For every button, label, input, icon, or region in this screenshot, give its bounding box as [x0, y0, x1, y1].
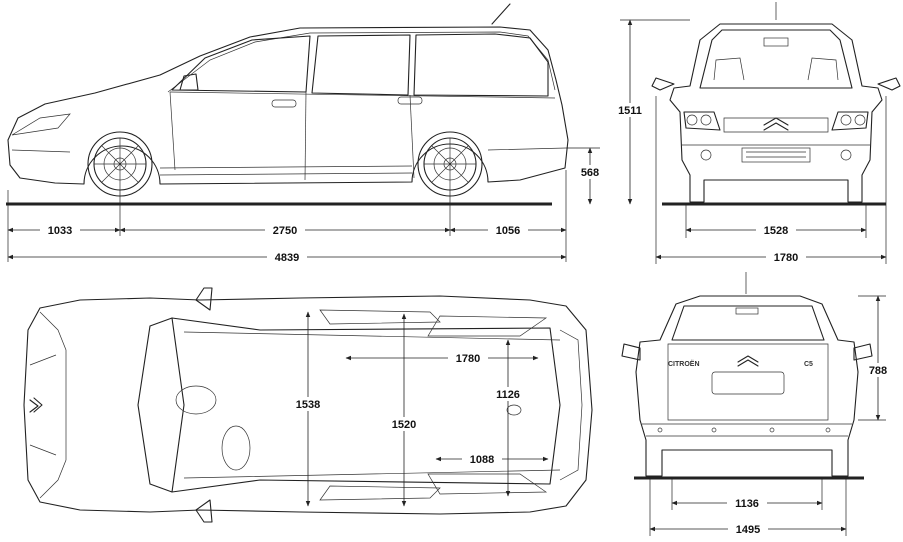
side-rear-window: [311, 34, 411, 96]
rear-window: [671, 305, 825, 341]
top-view: [23, 287, 593, 523]
side-view: [6, 3, 569, 206]
front-track-label: 1528: [764, 225, 788, 237]
rear-dimensions: 788 1136 1495: [649, 295, 894, 536]
brand-badge: CITROËN: [668, 360, 700, 368]
top-mirror-upper: [195, 287, 213, 311]
interior-length-label: 1780: [456, 353, 480, 365]
overall-height-label: 1511: [618, 105, 642, 117]
rear-interior-width-label: 1520: [392, 419, 416, 431]
rear-width-label: 1495: [736, 524, 760, 536]
front-overhang-label: 1033: [48, 225, 72, 237]
rear-height-label: 788: [869, 365, 887, 377]
rear-body-outline: [635, 295, 859, 477]
overall-width-label: 1780: [774, 252, 798, 264]
height-568-label: 568: [581, 167, 599, 179]
side-quarter-window: [413, 33, 549, 97]
side-body-outline: [7, 26, 569, 185]
rear-overhang-label: 1056: [496, 225, 520, 237]
top-mirror-lower: [195, 499, 213, 523]
model-badge: C5: [804, 361, 813, 368]
front-dimensions: 1511 1528 1780: [614, 19, 887, 264]
cargo-height-label: 1126: [496, 389, 520, 401]
side-mirror: [179, 73, 199, 91]
cargo-floor-length-label: 1088: [470, 454, 494, 466]
wheelbase-label: 2750: [273, 225, 297, 237]
front-interior-width-label: 1538: [296, 399, 320, 411]
rear-track-label: 1136: [735, 498, 759, 510]
side-front-wheel: [87, 131, 153, 197]
front-body-outline: [669, 23, 883, 203]
side-front-window: [171, 35, 311, 93]
side-dimensions: 1033 2750 1056 4839 568: [7, 147, 606, 264]
top-body-outline: [23, 295, 593, 515]
overall-length-label: 4839: [275, 252, 299, 264]
front-view: [651, 2, 901, 206]
rear-view: CITROËN C5: [621, 272, 873, 480]
top-dimensions: 1538 1520 1780 1126 1088: [290, 311, 549, 507]
side-rear-wheel: [417, 131, 483, 197]
